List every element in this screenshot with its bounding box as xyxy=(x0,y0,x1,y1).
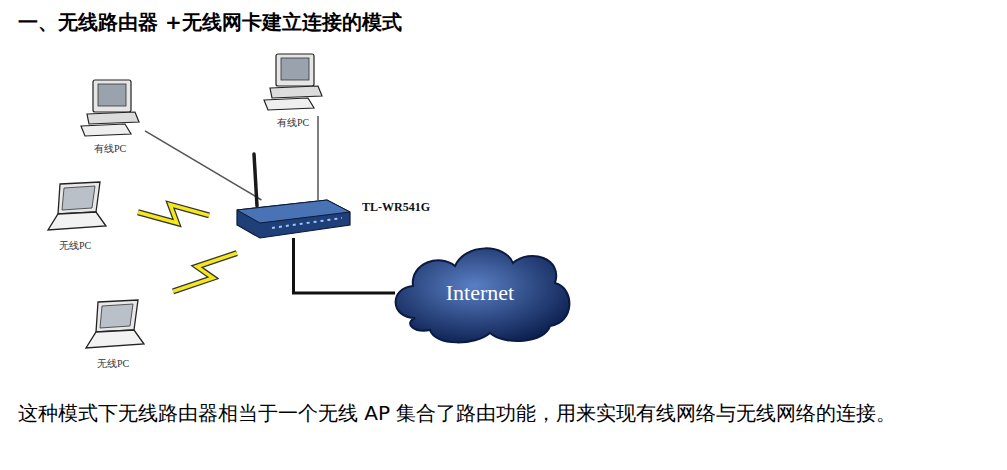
keyboard xyxy=(264,98,314,110)
bolt-outline xyxy=(138,205,209,223)
wired-link xyxy=(317,116,319,200)
caption-text: 这种模式下无线路由器相当于一个无线 AP 集合了路由功能，用来实现有线网络与无线… xyxy=(18,396,993,430)
node-label: Internet xyxy=(446,280,514,306)
connector xyxy=(145,131,262,200)
router-node: TL-WR541G xyxy=(232,150,430,244)
router-body xyxy=(237,200,350,238)
desktop-node: 有线PC xyxy=(258,52,328,129)
laptop-lid xyxy=(58,182,100,214)
wireless-bolt xyxy=(173,253,237,291)
monitor xyxy=(276,54,314,86)
laptop-icon xyxy=(78,298,148,353)
router-top xyxy=(237,200,350,223)
node-label: 无线PC xyxy=(59,240,91,252)
laptop-node: 无线PC xyxy=(78,298,148,370)
screen xyxy=(98,84,126,106)
laptop-screen xyxy=(100,304,133,328)
wired-link xyxy=(145,131,262,200)
antenna xyxy=(254,154,257,206)
connector xyxy=(318,116,319,200)
bolt-outline xyxy=(173,253,237,291)
router-anchor xyxy=(237,200,350,238)
desktop-pc-icon xyxy=(258,52,328,112)
laptop-picture xyxy=(40,180,110,239)
laptop-icon xyxy=(40,180,110,235)
node-label: 有线PC xyxy=(94,143,126,155)
keyboard xyxy=(81,124,131,136)
connector xyxy=(294,238,396,293)
router-picture xyxy=(232,150,352,244)
laptop-base xyxy=(86,330,144,348)
wireless-bolt xyxy=(138,205,209,223)
internet-link xyxy=(294,238,396,293)
node-label: 有线PC xyxy=(277,117,309,129)
cloud-node: Internet xyxy=(385,238,575,348)
desktop-picture xyxy=(258,52,328,116)
monitor xyxy=(93,80,131,112)
cloud-shape xyxy=(396,248,570,342)
base-unit xyxy=(270,86,322,98)
laptop-node: 无线PC xyxy=(40,180,110,252)
desktop-pc-icon xyxy=(75,78,145,138)
desktop-node: 有线PC xyxy=(75,78,145,155)
laptop-screen xyxy=(62,186,95,210)
node-label: TL-WR541G xyxy=(362,200,430,215)
connector xyxy=(138,205,209,223)
router-icon xyxy=(232,150,352,240)
desktop-picture xyxy=(75,78,145,142)
connector xyxy=(173,253,237,291)
cloud-text-area: Internet xyxy=(385,238,575,348)
laptop-base xyxy=(48,212,106,230)
screen xyxy=(281,58,309,80)
node-label: 无线PC xyxy=(97,358,129,370)
page-heading: 一、无线路由器 +无线网卡建立连接的模式 xyxy=(18,8,402,36)
router-leds xyxy=(272,218,342,228)
laptop-lid xyxy=(96,300,138,332)
laptop-picture xyxy=(78,298,148,357)
base-unit xyxy=(87,112,139,124)
